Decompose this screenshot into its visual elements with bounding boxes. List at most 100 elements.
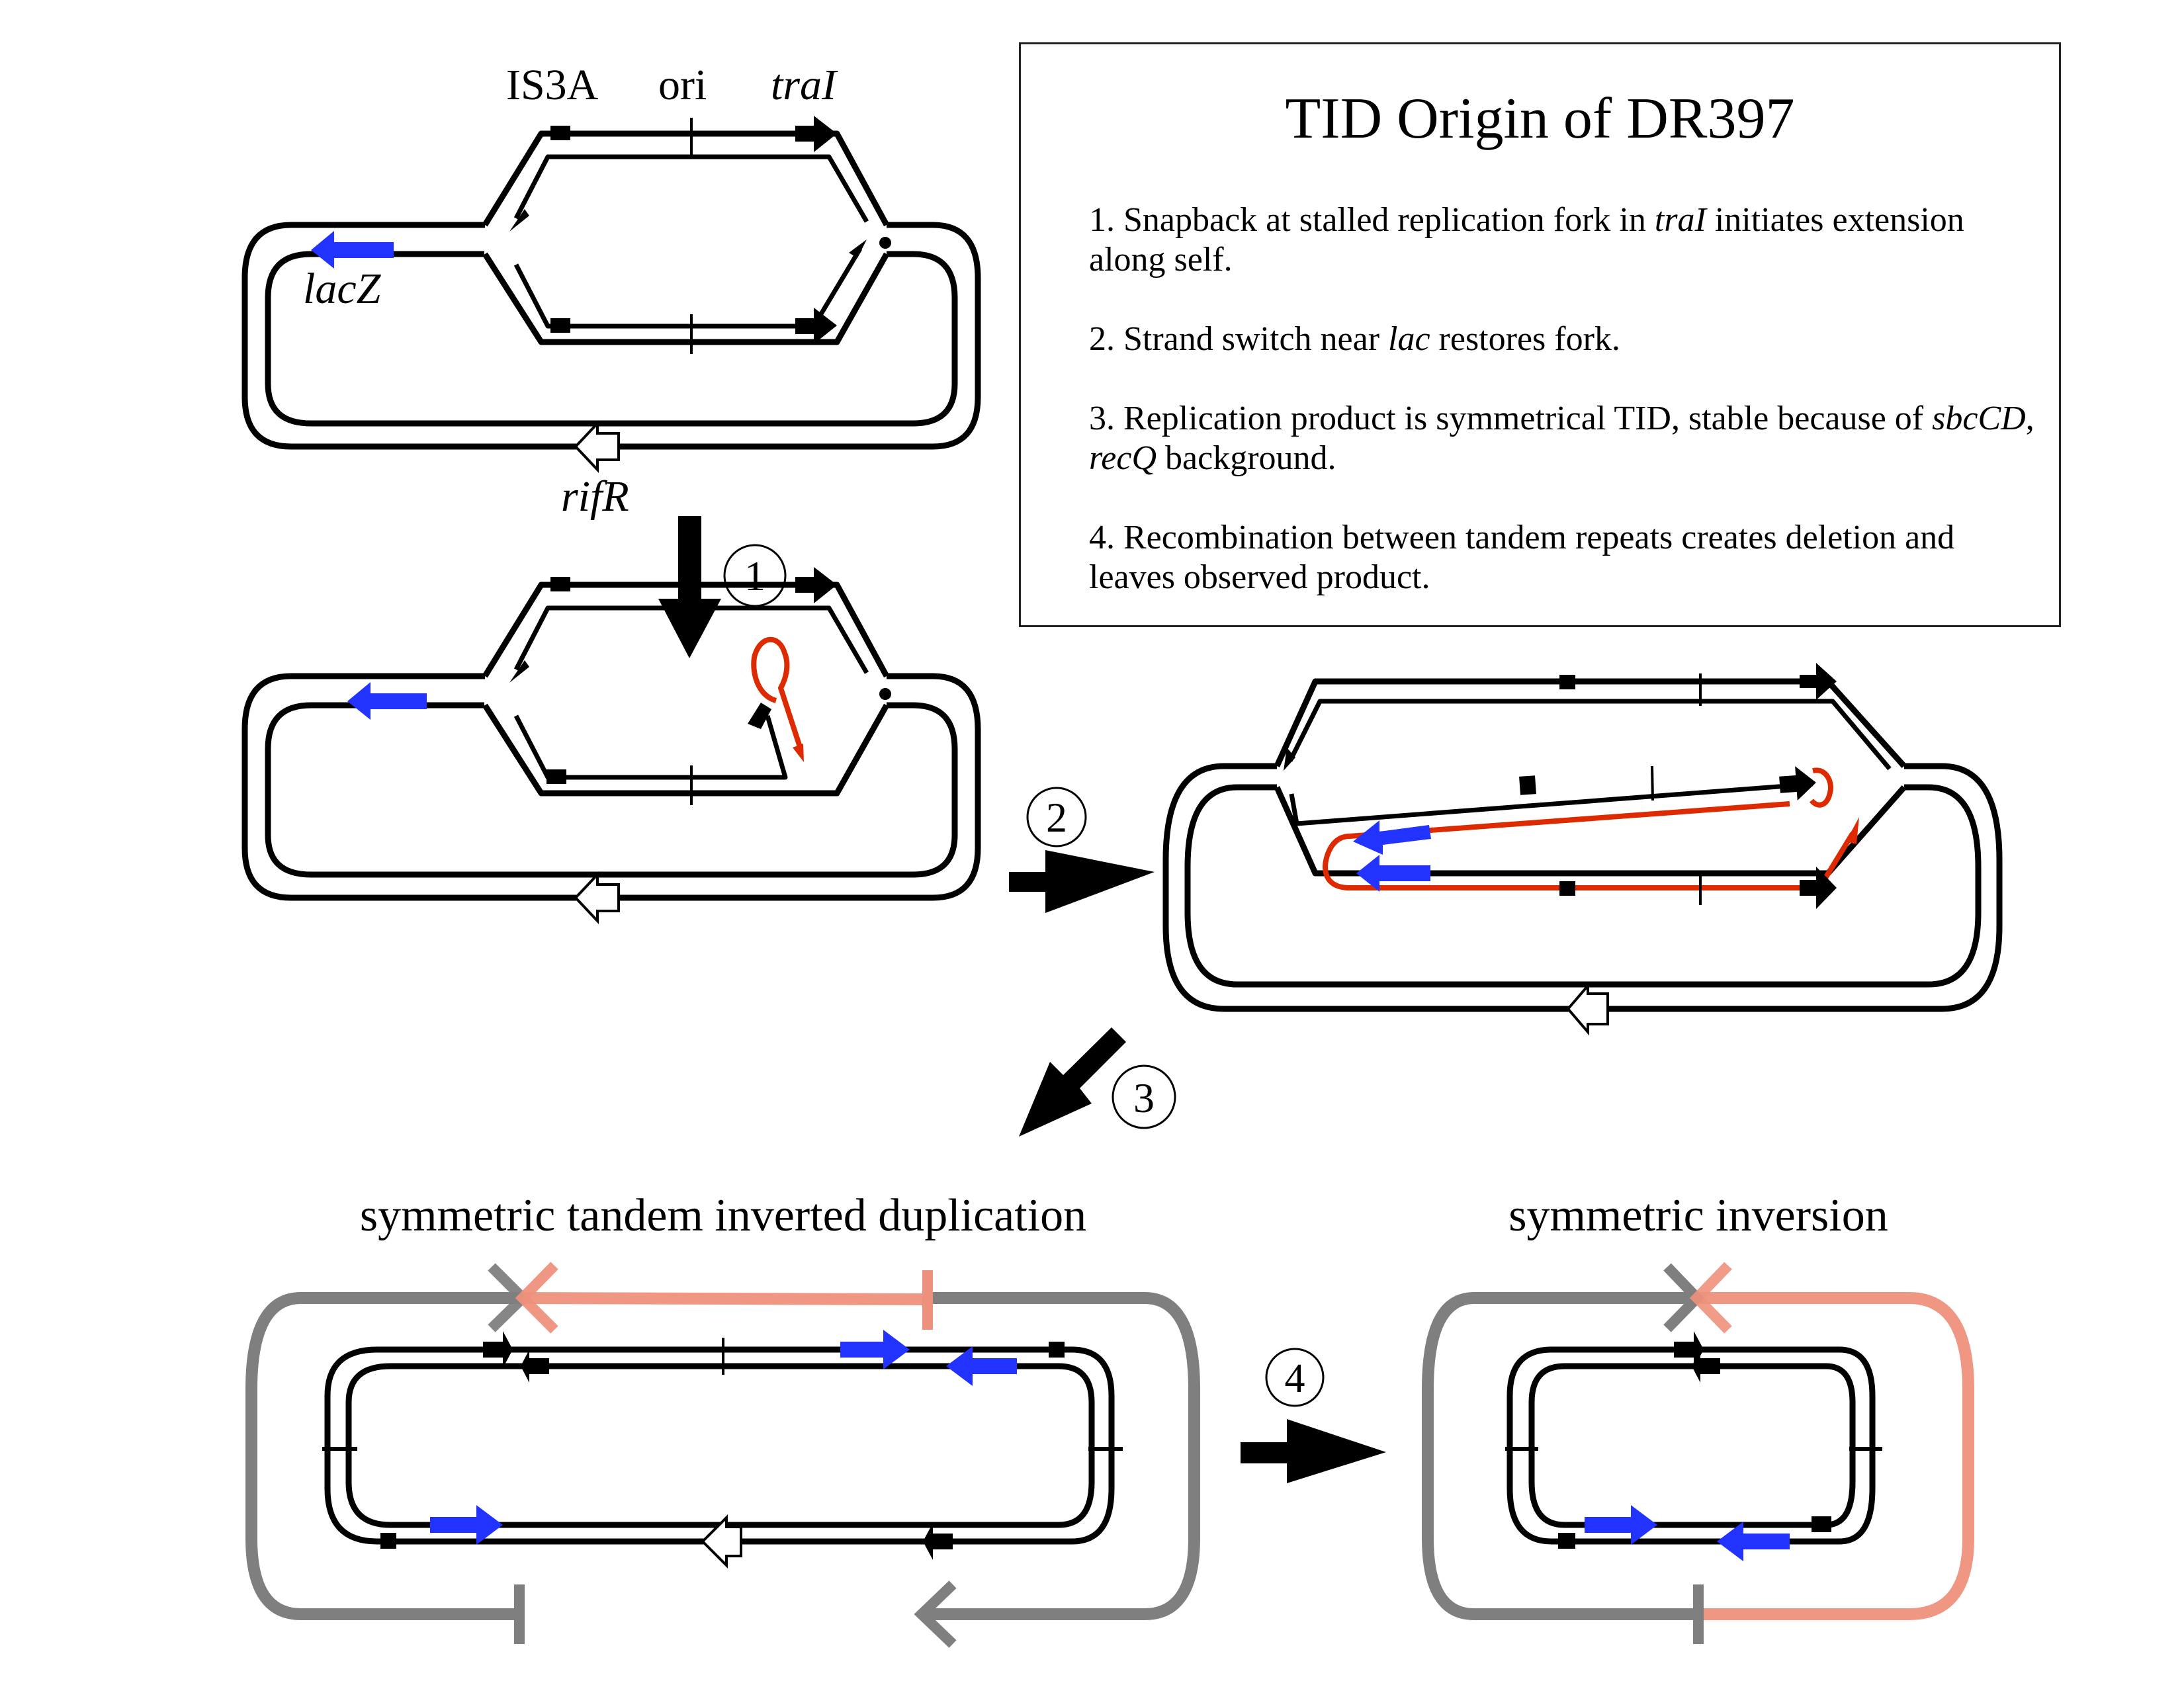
right-arrow-icon xyxy=(1009,850,1155,913)
trai-gene-arrow xyxy=(795,567,837,603)
label-ori: ori xyxy=(658,61,707,109)
trai-gene-arrow xyxy=(1800,867,1837,909)
step-text: Strand switch near xyxy=(1115,320,1389,358)
right-arrow-icon xyxy=(1241,1419,1386,1483)
nascent-black-strand xyxy=(1289,781,1813,826)
grey-outer-segment xyxy=(926,1292,1200,1620)
bubble-top-inner xyxy=(1288,699,1892,771)
outer-strand xyxy=(241,673,981,901)
panel-tid: symmetric tandem inverted duplication xyxy=(245,1190,1200,1648)
lacz-gene-arrow xyxy=(946,1346,1017,1386)
is3a-element xyxy=(1812,1516,1831,1532)
step-number-text: 1. xyxy=(1089,201,1115,239)
gene-name: lac xyxy=(1388,320,1430,358)
rifr-gene-arrow xyxy=(574,871,620,925)
info-box: TID Origin of DR397 1. Snapback at stall… xyxy=(1019,42,2061,627)
lacz-gene-arrow xyxy=(1585,1505,1657,1545)
bubble-top-inner xyxy=(513,605,869,674)
pink-arrowhead xyxy=(1689,1262,1732,1334)
lacz-gene-arrow xyxy=(347,682,427,720)
step-text: Snapback at stalled replication fork in xyxy=(1115,201,1655,239)
lacz-gene-arrow xyxy=(1353,820,1431,855)
is3a-element xyxy=(550,126,570,140)
lacz-gene-arrow xyxy=(430,1505,503,1545)
step-number-circle xyxy=(1265,1348,1325,1407)
step-number-circle xyxy=(1026,787,1087,847)
pink-arrowhead xyxy=(515,1262,558,1334)
trai-gene-arrow xyxy=(521,1350,549,1383)
panel-inversion: symmetric inversion xyxy=(1422,1190,1974,1644)
is3a-element xyxy=(546,769,566,784)
lacz-gene-arrow xyxy=(840,1330,910,1369)
stall-dot xyxy=(879,688,891,700)
is3a-element xyxy=(550,318,570,333)
arrowhead-right-fork xyxy=(849,239,867,258)
snapback-arrow xyxy=(748,703,771,729)
stall-dot xyxy=(879,237,891,249)
lacz-gene-arrow xyxy=(1717,1522,1790,1561)
step-text: background. xyxy=(1157,439,1336,477)
bubble-bottom-inner xyxy=(513,714,788,780)
step-3-arrow: 3 xyxy=(1019,1027,1176,1137)
is3a-element xyxy=(1519,775,1536,795)
trai-gene-arrow xyxy=(1692,1350,1720,1383)
trai-gene-arrow xyxy=(795,116,837,152)
step-number: 1 xyxy=(744,552,765,599)
info-title: TID Origin of DR397 xyxy=(1285,87,1795,151)
inner-strand xyxy=(1184,784,1982,988)
info-step-1: 1. Snapback at stalled replication fork … xyxy=(1089,200,2042,280)
bubble-top-outer xyxy=(1274,678,1907,769)
step-number: 2 xyxy=(1046,794,1067,841)
arrowhead-left-fork xyxy=(1284,748,1295,771)
arrowhead-left-fork xyxy=(509,660,529,683)
step-number: 3 xyxy=(1133,1074,1155,1121)
tid-outer-strand xyxy=(324,1346,1115,1545)
is3a-element xyxy=(1559,675,1575,689)
tid-inner-strand xyxy=(345,1363,1095,1528)
is3a-element xyxy=(1558,1533,1575,1549)
bubble-bottom-outer xyxy=(482,703,889,797)
down-left-arrow-icon xyxy=(1019,1027,1126,1137)
step-4-arrow: 4 xyxy=(1241,1348,1386,1483)
trai-gene-arrow xyxy=(795,308,837,344)
trai-gene-arrow xyxy=(1800,663,1837,700)
bubble-top-inner xyxy=(513,154,869,223)
outer-strand xyxy=(241,222,981,450)
is3a-element xyxy=(380,1533,396,1549)
trai-gene-arrow xyxy=(1779,766,1816,800)
info-step-2: 2. Strand switch near lac restores fork. xyxy=(1089,320,2042,359)
new-synthesis-strand xyxy=(1322,801,1855,890)
label-rifr: rifR xyxy=(561,472,629,521)
lacz-gene-arrow xyxy=(311,231,394,269)
new-synthesis-arrowhead xyxy=(1846,817,1859,844)
label-is3a: IS3A xyxy=(506,61,599,109)
step-number-text: 2. xyxy=(1089,320,1115,358)
new-synthesis-arrowhead xyxy=(793,744,804,762)
gene-name: sbcCD xyxy=(1932,400,2026,437)
is3a-element xyxy=(550,577,570,591)
panel-initial-fork: IS3A ori traI lacZ rifR xyxy=(241,61,981,521)
step-text: Replication product is symmetrical TID, … xyxy=(1115,400,1933,437)
lacz-gene-arrow xyxy=(1356,855,1430,892)
step-text: , xyxy=(2025,400,2034,437)
bubble-bottom-outer xyxy=(482,252,889,345)
info-step-3: 3. Replication product is symmetrical TI… xyxy=(1089,399,2042,478)
step-number-circle xyxy=(1112,1064,1176,1129)
step-number-text: 3. xyxy=(1089,400,1115,437)
gene-name: recQ xyxy=(1089,439,1157,477)
trai-gene-arrow xyxy=(923,1523,953,1560)
bubble-bottom-inner xyxy=(513,247,863,329)
panel-strand-switch xyxy=(1162,663,2003,1036)
step-number: 4 xyxy=(1285,1356,1305,1401)
red-hairpin-loop xyxy=(1809,767,1833,808)
grey-outer-segment xyxy=(245,1292,523,1620)
inversion-inner-strand xyxy=(1528,1363,1856,1528)
panel-title-tid: symmetric tandem inverted duplication xyxy=(360,1190,1086,1241)
bubble-top-outer xyxy=(482,582,889,678)
snapback-hairpin xyxy=(751,636,803,750)
label-trai: traI xyxy=(771,61,838,109)
rifr-gene-arrow xyxy=(701,1514,742,1569)
grey-arrowhead xyxy=(914,1580,957,1648)
bubble-bottom-outer xyxy=(1274,785,1907,877)
